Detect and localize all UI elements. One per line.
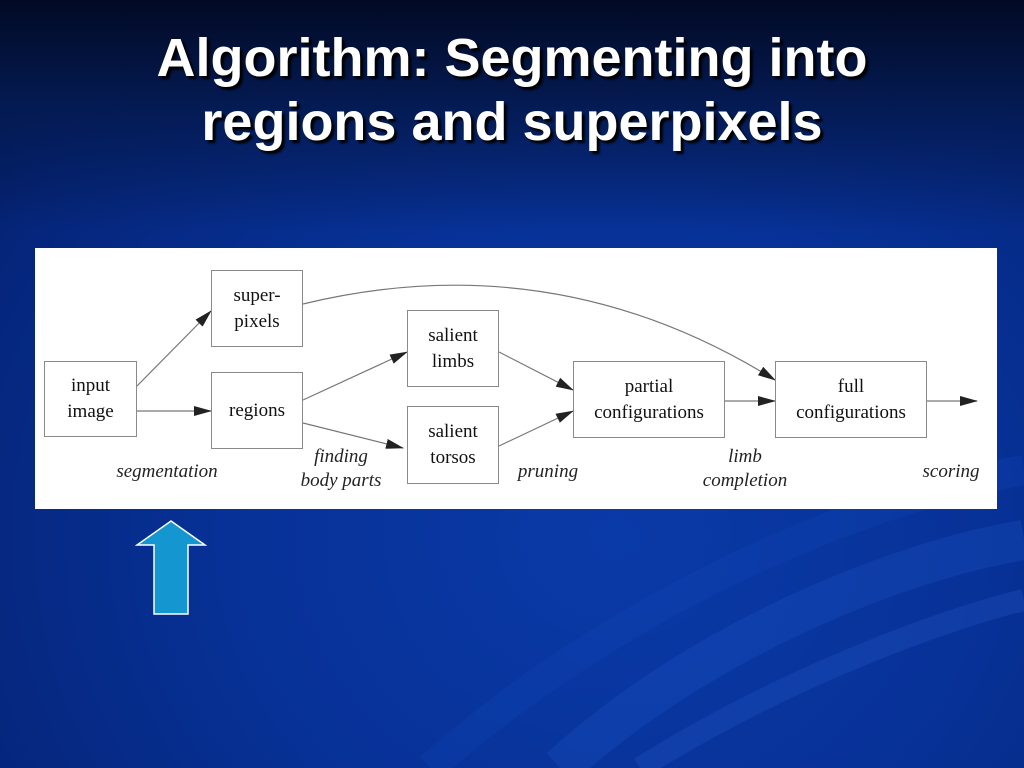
node-input-image-line-1: input: [70, 375, 111, 396]
node-full-configurations-line-1: full: [837, 375, 865, 397]
pipeline-diagram: input image super- pixels regions salien…: [35, 248, 997, 509]
node-salient-limbs: salient limbs: [407, 310, 499, 387]
arrow-torsos-to-partial: [498, 410, 574, 447]
slide-title-line-1: Algorithm: Segmenting into: [156, 28, 868, 88]
node-salient-torsos: salient torsos: [407, 406, 499, 484]
node-full-configurations: full configurations: [775, 361, 927, 438]
node-input-image: input image: [44, 361, 137, 437]
stage-label-limb-completion: limb completion: [685, 445, 805, 493]
stage-label-scoring-line-1: scoring: [922, 461, 980, 482]
stage-label-finding-body-parts-line-1: finding: [314, 446, 368, 467]
stage-label-scoring: scoring: [911, 460, 991, 484]
node-salient-limbs-line-2: limbs: [431, 350, 475, 372]
node-partial-configurations-line-2: configurations: [594, 401, 704, 423]
arrow-regions-to-torsos: [302, 422, 404, 449]
node-regions-line-1: regions: [229, 399, 285, 421]
arrow-input-to-superpixels: [136, 310, 212, 387]
node-superpixels-line-2: pixels: [234, 310, 280, 332]
node-full-configurations-line-2: configurations: [796, 401, 906, 423]
node-salient-torsos-line-2: torsos: [430, 447, 476, 468]
slide-title: Algorithm: Segmenting into regions and s…: [0, 26, 1024, 154]
arrow-regions-to-limbs: [302, 351, 408, 401]
node-salient-limbs-line-1: salient: [428, 324, 478, 346]
stage-label-finding-body-parts-line-2: body parts: [300, 470, 382, 491]
arrow-limbs-to-partial: [498, 351, 574, 391]
node-partial-configurations: partial configurations: [573, 361, 725, 438]
slide-title-line-2: regions and superpixels: [201, 92, 823, 152]
diagram-arrows: [136, 284, 978, 449]
node-input-image-line-2: image: [67, 401, 114, 422]
node-salient-torsos-line-1: salient: [428, 421, 478, 442]
up-arrow-icon: [135, 520, 207, 615]
node-partial-configurations-line-1: partial: [624, 375, 674, 397]
stage-label-pruning: pruning: [503, 460, 593, 484]
stage-label-segmentation-line-1: segmentation: [116, 461, 218, 482]
stage-label-segmentation: segmentation: [97, 460, 237, 484]
background-top-fade: [0, 0, 1024, 230]
stage-label-limb-completion-line-1: limb: [728, 446, 762, 467]
stage-label-limb-completion-line-2: completion: [702, 470, 788, 491]
stage-label-pruning-line-1: pruning: [517, 461, 579, 482]
stage-label-finding-body-parts: finding body parts: [281, 445, 401, 493]
node-superpixels-line-1: super-: [233, 284, 281, 306]
arrow-superpixels-to-full: [302, 284, 776, 381]
node-superpixels: super- pixels: [211, 270, 303, 347]
node-regions: regions: [211, 372, 303, 449]
